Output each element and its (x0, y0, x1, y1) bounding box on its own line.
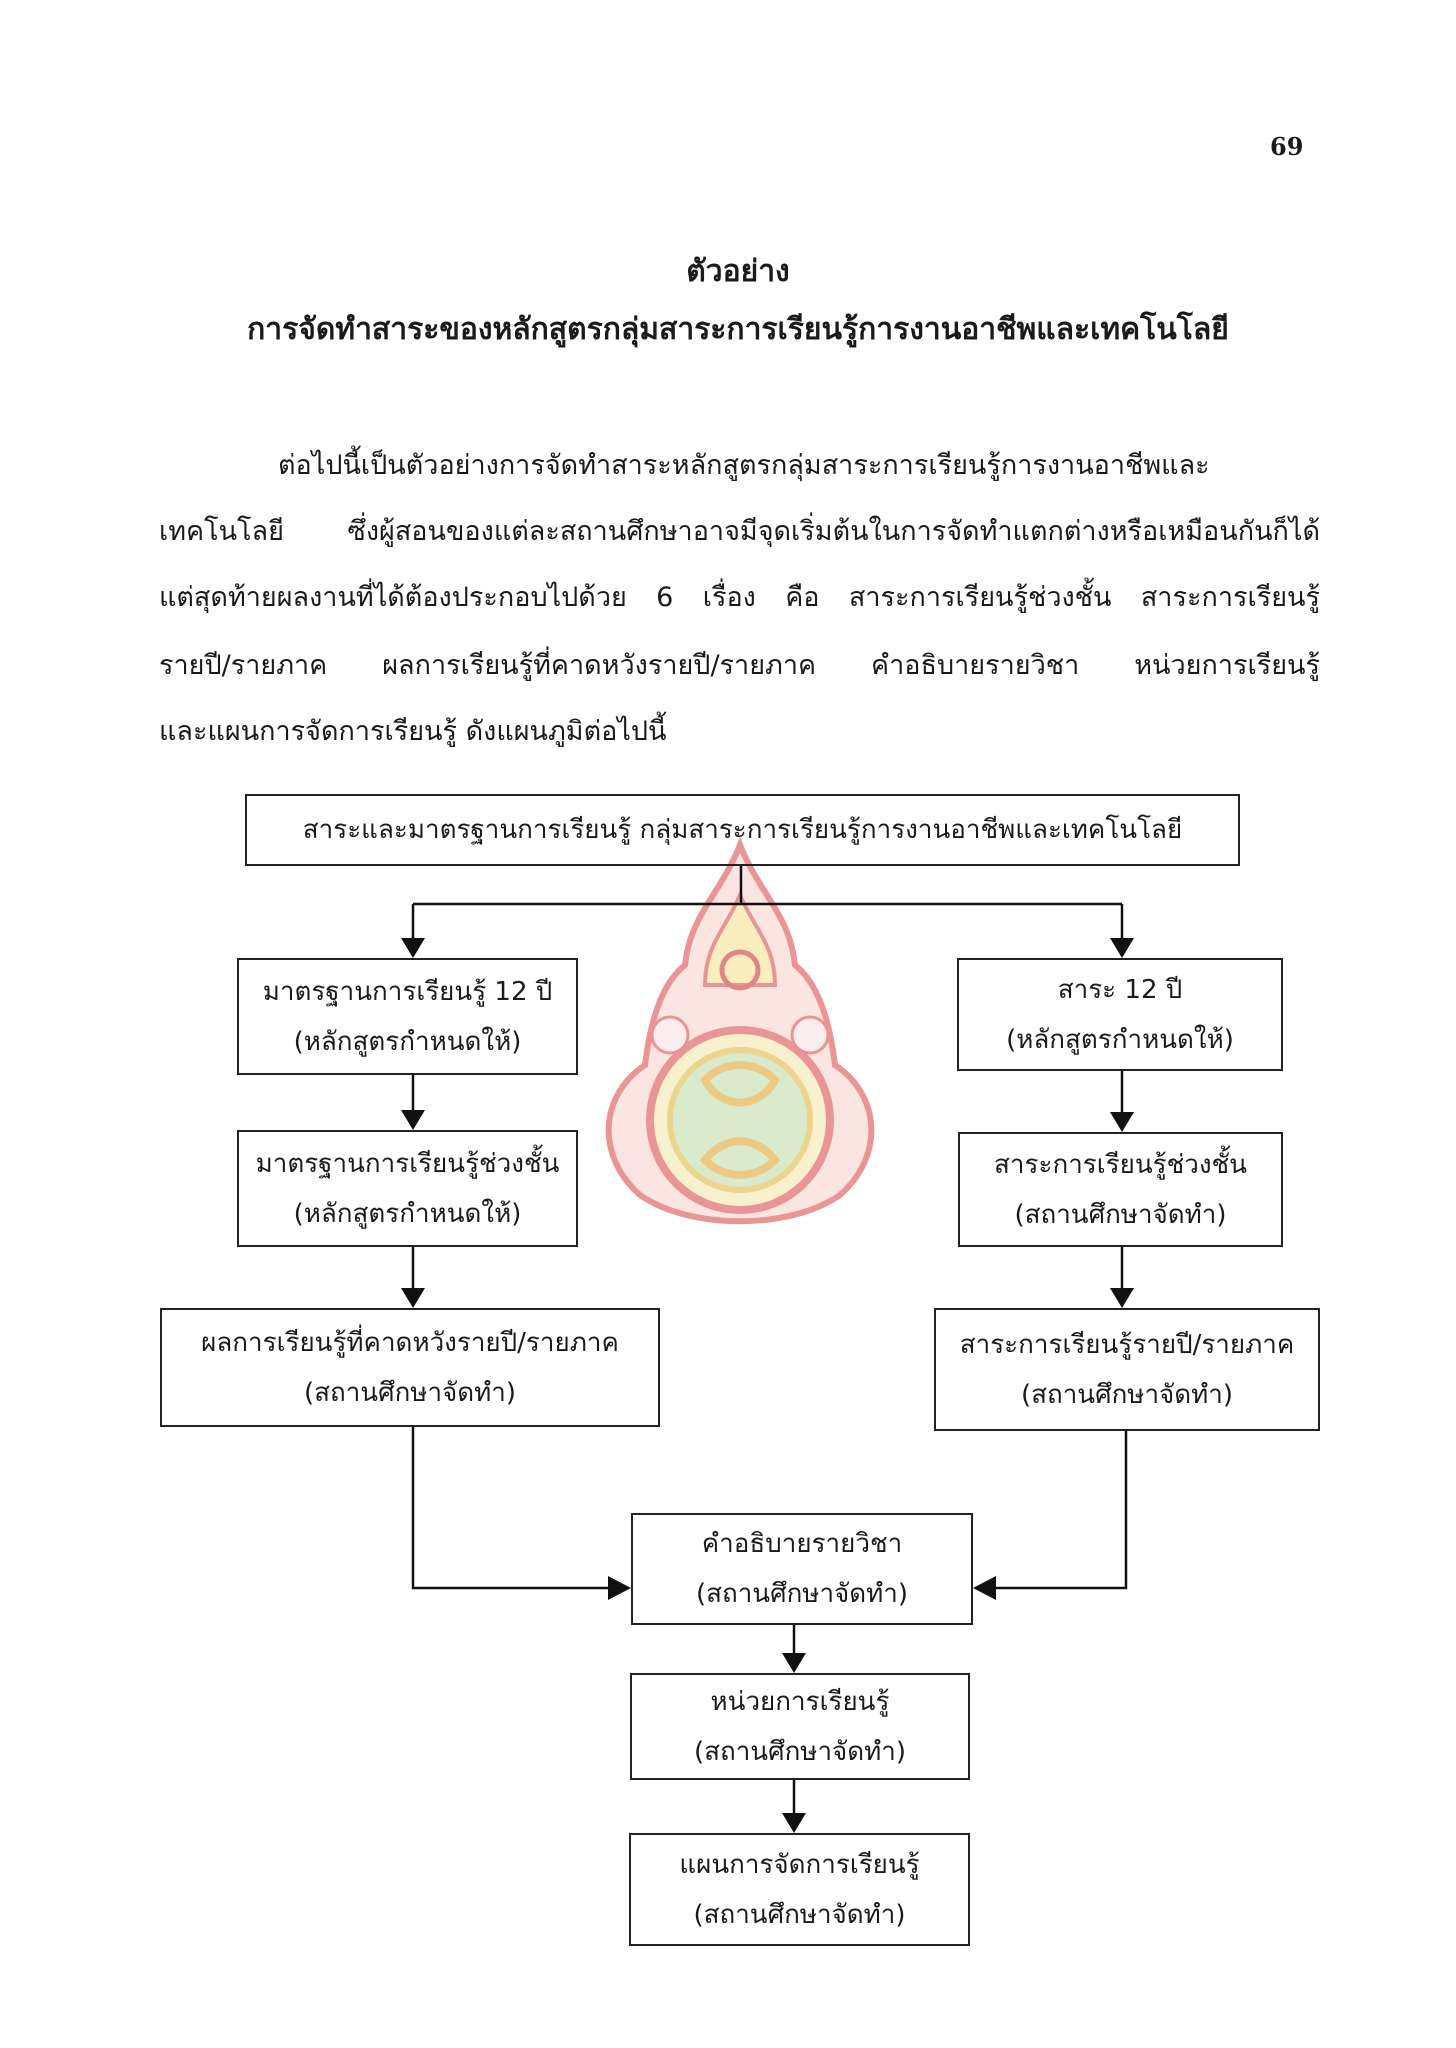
box-text: สาระการเรียนรู้รายปี/รายภาค (959, 1329, 1295, 1360)
box-text: แผนการจัดการเรียนรู้ (679, 1849, 920, 1880)
box-text: มาตรฐานการเรียนรู้ช่วงชั้น (255, 1148, 560, 1179)
box-text: สาระการเรียนรู้ช่วงชั้น (994, 1149, 1247, 1180)
box-subtext: (หลักสูตรกำหนดให้) (1006, 1024, 1234, 1055)
paragraph-line: รายปี/รายภาค ผลการเรียนรู้ที่คาดหวังรายป… (159, 650, 1320, 681)
flow-box-standards-and-content: สาระและมาตรฐานการเรียนรู้ กลุ่มสาระการเร… (245, 794, 1240, 866)
page-title: ตัวอย่าง (686, 254, 790, 289)
flow-box-learning-plan: แผนการจัดการเรียนรู้ (สถานศึกษาจัดทำ) (629, 1833, 970, 1946)
flow-box-content-level: สาระการเรียนรู้ช่วงชั้น (สถานศึกษาจัดทำ) (958, 1132, 1283, 1247)
box-subtext: (หลักสูตรกำหนดให้) (293, 1026, 522, 1057)
flow-box-standards-level: มาตรฐานการเรียนรู้ช่วงชั้น (หลักสูตรกำหน… (237, 1130, 578, 1247)
watermark-emblem-icon (605, 836, 875, 1225)
box-text: หน่วยการเรียนรู้ (710, 1686, 890, 1717)
paragraph-line: เทคโนโลยี ซึ่งผู้สอนของแต่ละสถานศึกษาอาจ… (159, 516, 1320, 547)
page-number: 69 (1270, 132, 1304, 161)
box-text: คำอธิบายรายวิชา (701, 1529, 903, 1559)
box-subtext: (สถานศึกษาจัดทำ) (693, 1736, 907, 1767)
paragraph-line: ต่อไปนี้เป็นตัวอย่างการจัดทำสาระหลักสูตร… (278, 450, 1210, 481)
box-subtext: (สถานศึกษาจัดทำ) (1014, 1199, 1227, 1230)
paragraph-line: แต่สุดท้ายผลงานที่ได้ต้องประกอบไปด้วย 6 … (159, 582, 1320, 613)
flow-box-content-12-years: สาระ 12 ปี (หลักสูตรกำหนดให้) (957, 958, 1283, 1071)
paragraph-line: และแผนการจัดการเรียนรู้ ดังแผนภูมิต่อไปน… (159, 716, 667, 747)
flow-box-course-description: คำอธิบายรายวิชา (สถานศึกษาจัดทำ) (631, 1513, 973, 1625)
flow-box-expected-outcomes: ผลการเรียนรู้ที่คาดหวังรายปี/รายภาค (สถา… (160, 1308, 660, 1427)
box-subtext: (สถานศึกษาจัดทำ) (303, 1377, 517, 1408)
box-text: ผลการเรียนรู้ที่คาดหวังรายปี/รายภาค (201, 1327, 619, 1358)
box-subtext: (สถานศึกษาจัดทำ) (693, 1899, 906, 1930)
box-subtext: (สถานศึกษาจัดทำ) (1020, 1379, 1234, 1410)
page-subtitle: การจัดทำสาระของหลักสูตรกลุ่มสาระการเรียน… (247, 312, 1229, 347)
flow-box-content-yearly: สาระการเรียนรู้รายปี/รายภาค (สถานศึกษาจั… (934, 1308, 1320, 1431)
box-text: สาระ 12 ปี (1057, 974, 1183, 1005)
flow-box-standards-12-years: มาตรฐานการเรียนรู้ 12 ปี (หลักสูตรกำหนดใ… (237, 958, 578, 1075)
box-subtext: (สถานศึกษาจัดทำ) (695, 1579, 909, 1609)
box-text: มาตรฐานการเรียนรู้ 12 ปี (262, 976, 553, 1007)
flow-box-learning-unit: หน่วยการเรียนรู้ (สถานศึกษาจัดทำ) (630, 1673, 970, 1780)
box-subtext: (หลักสูตรกำหนดให้) (293, 1198, 522, 1229)
box-text: สาระและมาตรฐานการเรียนรู้ กลุ่มสาระการเร… (302, 815, 1183, 845)
